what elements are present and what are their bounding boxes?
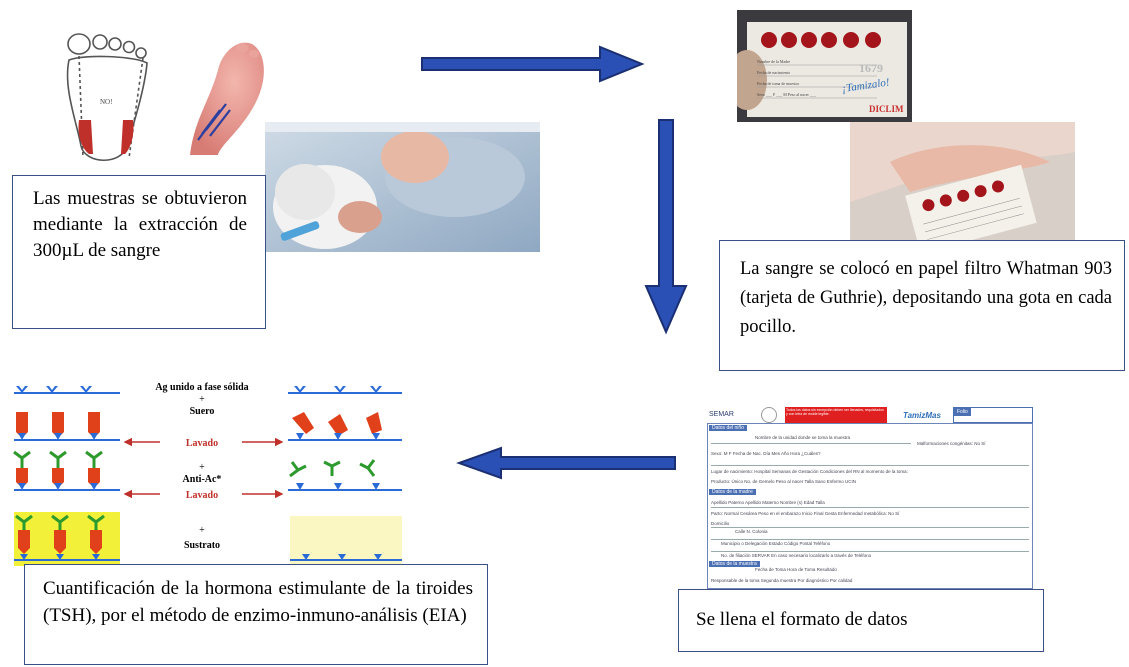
form-section-mother: Datos de la madre: [709, 489, 756, 495]
card-line-4: Sexo ___ F ___ M Peso al nacer ___: [757, 92, 817, 97]
form-section-child: Datos del niño: [709, 425, 747, 431]
form-row-1: Nombre de la unidad donde se toma la mue…: [755, 435, 851, 440]
form-row-1b: Malformaciones congénitas: No Sí: [917, 441, 986, 446]
caption-samples-text: Las muestras se obtuvieron mediante la e…: [33, 188, 247, 261]
guthrie-card-photo: Nombre de la Madre Fecha de nacimiento F…: [737, 10, 912, 122]
caption-form-text: Se llena el formato de datos: [696, 609, 908, 630]
data-form-image: SEMAR Todos los datos sin excepción debe…: [705, 405, 1035, 590]
form-row-6: Parto: Normal Cesárea Peso en el embaraz…: [711, 511, 900, 516]
eia-step2: Anti-Ac*: [183, 474, 222, 485]
caption-quantification: Cuantificación de la hormona estimulante…: [24, 564, 488, 665]
card-line-3: Fecha de toma de muestra: [757, 81, 799, 86]
form-row-5: Apellido Paterno Apellido Materno Nombre…: [711, 500, 825, 505]
eia-step3: Sustrato: [184, 540, 220, 551]
form-notice: Todos los datos sin excepción deben ser …: [785, 407, 887, 424]
card-line-2: Fecha de nacimiento: [757, 70, 790, 75]
form-row-12: Responsable de la toma Segunda muestra P…: [711, 578, 853, 583]
form-row-4: Producto: Único No. de Gemelo Peso al na…: [711, 479, 856, 484]
form-row-8: Calle N. Colonia: [735, 529, 768, 534]
caption-samples: Las muestras se obtuvieron mediante la e…: [12, 175, 266, 329]
eia-diagram: Ag unido a fase sólida + Suero Lavado +: [13, 382, 402, 566]
arrow-left-bottom: [456, 446, 676, 480]
foot-heel-diagram: NO!: [66, 33, 148, 161]
caption-form: Se llena el formato de datos: [678, 589, 1044, 652]
caption-filter-paper-text: La sangre se colocó en papel filtro What…: [740, 259, 1112, 337]
eia-wash2: Lavado: [186, 490, 218, 501]
form-folio-box: Folio: [953, 407, 1033, 423]
form-folio: Folio: [954, 408, 971, 416]
form-row-10: No. de filiación SERVAR En caso necesari…: [721, 553, 872, 558]
eia-plus1: +: [199, 394, 205, 405]
caption-quantification-text: Cuantificación de la hormona estimulante…: [43, 578, 473, 626]
form-row-2: Sexo: M F Fecha de Nac. Día Mes Año Hora…: [711, 451, 821, 456]
eia-plus2: +: [199, 462, 205, 473]
eia-step1: Ag unido a fase sólida: [155, 382, 248, 393]
form-row-7: Domicilio: [711, 521, 730, 526]
form-row-9: Municipio o Delegación Estado Código Pos…: [721, 541, 831, 546]
baby-foot-photo: [160, 30, 270, 155]
arrow-right-top: [421, 45, 645, 83]
form-row-11: Fecha de Toma Hora de Toma Resultado: [755, 567, 837, 572]
card-logo: DICLIM: [869, 104, 904, 114]
arrow-down-right: [644, 119, 688, 335]
form-emblem-icon: [761, 407, 777, 423]
heel-prick-photo: [265, 122, 540, 252]
form-row-3: Lugar de nacimiento: Hospital Semanas de…: [711, 469, 908, 474]
form-border: [707, 423, 1033, 589]
card-line-1: Nombre de la Madre: [757, 59, 790, 64]
eia-plus3: +: [199, 525, 205, 536]
form-brand: TamizMas: [903, 411, 941, 420]
form-notice-text: Todos los datos sin excepción deben ser …: [786, 408, 884, 416]
foot-no-label: NO!: [100, 98, 112, 106]
eia-step1b: Suero: [190, 406, 215, 417]
eia-wash1: Lavado: [186, 438, 218, 449]
card-code: 1679: [859, 61, 883, 75]
form-section-sample: Datos de la muestra: [709, 561, 760, 567]
caption-filter-paper: La sangre se colocó en papel filtro What…: [719, 240, 1125, 371]
foot-on-card-photo: [850, 122, 1075, 240]
form-org: SEMAR: [709, 411, 734, 418]
